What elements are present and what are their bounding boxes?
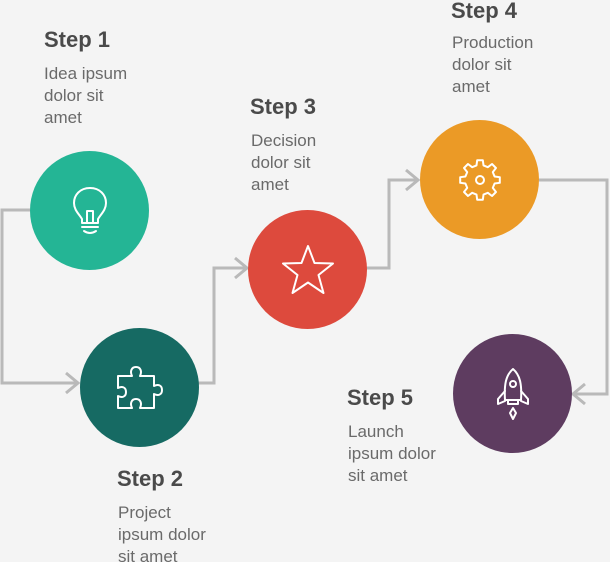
step-2-circle	[80, 328, 199, 447]
connector-step1-step2	[0, 208, 78, 385]
step-3-title: Step 3	[250, 94, 317, 119]
arrowhead-step4	[405, 168, 421, 192]
step-3-description: Decision dolor sit amet	[251, 131, 317, 194]
connector-step4-step5	[539, 178, 609, 396]
connector-step3-step4	[366, 178, 418, 270]
step-1-title: Step 1	[44, 27, 111, 52]
arrowhead-step5	[570, 382, 586, 406]
step-5-description: Launch ipsum dolor sit amet	[348, 422, 436, 485]
step-4-title: Step 4	[451, 0, 518, 23]
arrowhead-step2	[65, 371, 81, 395]
star-icon	[281, 244, 334, 294]
step-5-title: Step 5	[347, 385, 414, 410]
step-1-description: Idea ipsum dolor sit amet	[44, 64, 128, 127]
puzzle-icon	[116, 365, 163, 409]
connector-step2-step3	[198, 266, 247, 385]
gear-icon	[458, 158, 501, 201]
step-2-title: Step 2	[117, 466, 184, 491]
step-5-circle	[453, 334, 572, 453]
rocket-icon	[496, 367, 529, 420]
lightbulb-icon	[72, 186, 107, 234]
step-4-description: Production dolor sit amet	[452, 33, 534, 96]
step-1-circle	[30, 151, 149, 270]
step-2-description: Project ipsum dolor sit amet	[118, 503, 206, 562]
step-4-circle	[420, 120, 539, 239]
step-3-circle	[248, 210, 367, 329]
arrowhead-step3	[234, 256, 250, 280]
